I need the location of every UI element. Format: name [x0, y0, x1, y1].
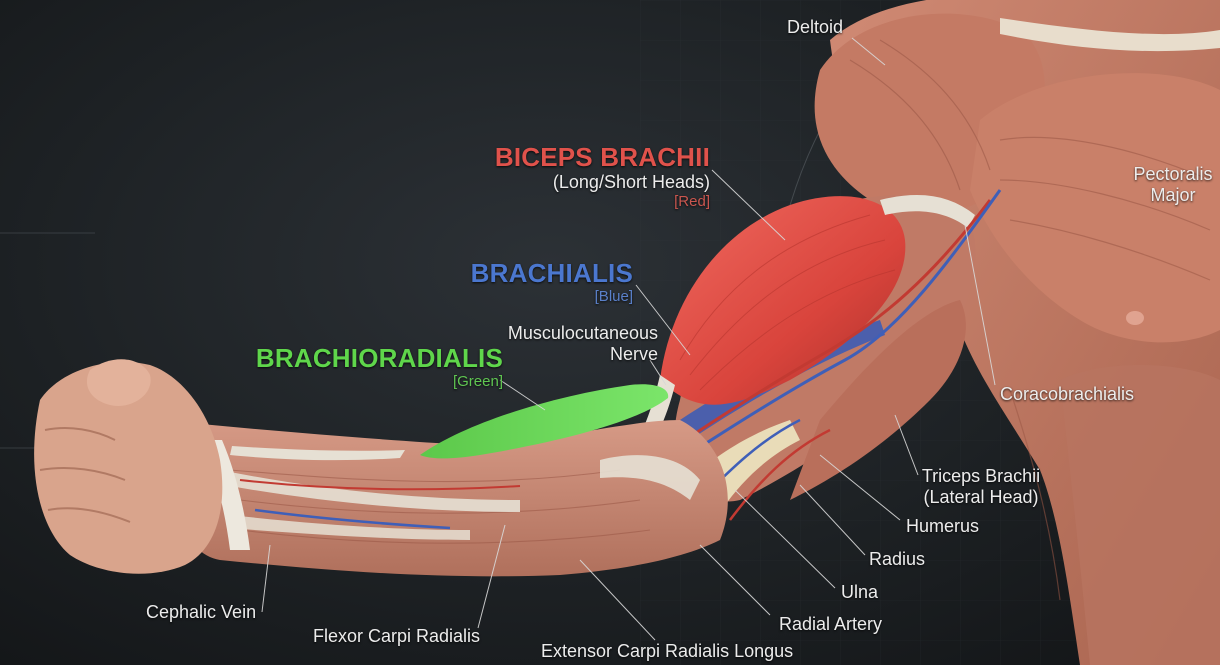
label-flexor-carpi-radialis: Flexor Carpi Radialis: [313, 626, 481, 646]
brachioradialis-muscle: [420, 384, 669, 459]
biceps-brachii-muscle: [660, 196, 906, 405]
musculocutaneous-line2: Nerve: [609, 344, 658, 364]
brachioradialis-title: BRACHIORADIALIS: [255, 343, 503, 373]
biceps-color-tag: [Red]: [674, 193, 710, 210]
label-radius: Radius: [869, 549, 926, 569]
leader-lines: [261, 37, 996, 641]
label-extensor-carpi-radialis-longus: Extensor Carpi Radialis Longus: [541, 641, 794, 661]
label-pectoralis-line2: Major: [1150, 185, 1196, 205]
label-musculocutaneous-nerve: Musculocutaneous Nerve: [508, 323, 658, 365]
label-brachialis: BRACHIALIS [Blue]: [471, 258, 633, 306]
biceps-subtitle: (Long/Short Heads): [552, 172, 710, 192]
triceps-line1: Triceps Brachii: [921, 466, 1041, 486]
label-radial-artery: Radial Artery: [779, 614, 883, 634]
label-pectoralis-major: Pectoralis Major: [1128, 164, 1218, 206]
label-triceps-brachii: Triceps Brachii (Lateral Head): [915, 466, 1047, 508]
fist-illustration: [34, 359, 223, 574]
brachialis-title: BRACHIALIS: [470, 258, 633, 288]
label-brachioradialis: BRACHIORADIALIS [Green]: [256, 343, 503, 391]
biceps-title: BICEPS BRACHII: [494, 142, 710, 172]
label-biceps-brachii: BICEPS BRACHII (Long/Short Heads) [Red]: [495, 142, 710, 211]
label-ulna: Ulna: [841, 582, 879, 602]
brachialis-color-tag: [Blue]: [594, 288, 633, 305]
label-humerus: Humerus: [906, 516, 980, 536]
label-deltoid: Deltoid: [787, 17, 844, 37]
label-coracobrachialis: Coracobrachialis: [1000, 384, 1135, 404]
label-cephalic-vein: Cephalic Vein: [146, 602, 257, 622]
triceps-line2: (Lateral Head): [923, 487, 1039, 507]
label-pectoralis-line1: Pectoralis: [1133, 164, 1213, 184]
musculocutaneous-line1: Musculocutaneous: [507, 323, 658, 343]
torso-illustration: [814, 0, 1220, 665]
brachioradialis-color-tag: [Green]: [452, 373, 503, 390]
